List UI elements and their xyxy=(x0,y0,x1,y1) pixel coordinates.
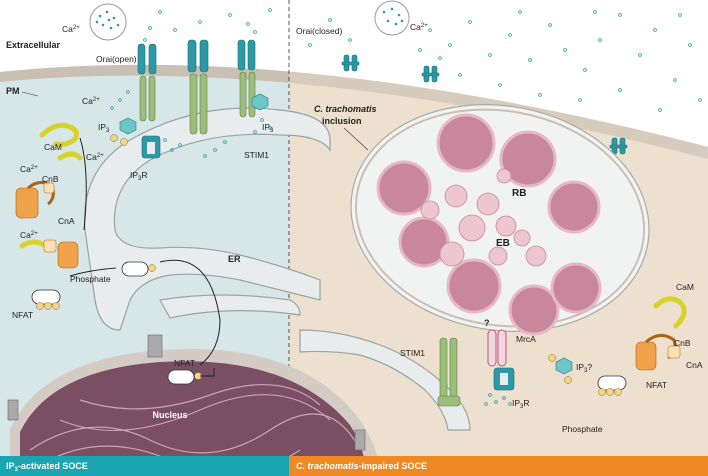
nuclear-pore-left xyxy=(7,399,19,421)
stim1-label-left: STIM1 xyxy=(244,150,269,160)
nfat-phospho-left xyxy=(31,289,61,310)
pm-leader xyxy=(21,91,39,97)
ip3-molecule-right xyxy=(548,354,573,384)
ip3-label-left: IP3 xyxy=(98,122,110,134)
ip3r-left xyxy=(141,135,161,159)
orai-closed-channel-2 xyxy=(421,65,440,83)
ip3r-label-right: IP3R xyxy=(512,398,530,410)
phosphate-label-right: Phosphate xyxy=(562,424,603,434)
ca-label-cyto-3: Ca2+ xyxy=(20,164,38,174)
ip3-question-label: IP3? xyxy=(576,362,592,374)
calcineurin-active xyxy=(19,239,79,269)
ip3-label-stim: IP3 xyxy=(262,122,274,134)
ca-vesicle-right xyxy=(374,0,410,36)
er-label: ER xyxy=(228,254,241,264)
er-arm-right xyxy=(299,329,471,431)
ip3r-right xyxy=(493,367,515,391)
pm-label: PM xyxy=(6,86,20,96)
calcineurin-left xyxy=(15,181,55,219)
eb-bodies xyxy=(420,168,547,267)
arrows-left xyxy=(69,137,221,377)
banner-right-text: C. trachomatis-impaired SOCE xyxy=(296,461,427,471)
phosphate-label-left: Phosphate xyxy=(70,274,111,284)
ip3r-label-left: IP3R xyxy=(130,170,148,182)
ca-label-left: Ca2+ xyxy=(62,24,80,34)
banner-left xyxy=(0,456,289,476)
ca-label-cyto-4: Ca2+ xyxy=(20,230,38,240)
ca-label-right: Ca2+ xyxy=(410,22,428,32)
ca-vesicle-left xyxy=(89,3,127,41)
cam-label-right: CaM xyxy=(676,282,694,292)
cam-right xyxy=(653,296,687,329)
orai-open-complex-1 xyxy=(137,43,157,122)
nfat-phospho-right xyxy=(597,375,627,396)
stim1-right xyxy=(437,337,461,407)
banner-right xyxy=(289,456,708,476)
banner-left-text: IP3-activated SOCE xyxy=(6,461,88,473)
orai-closed-label: Orai(closed) xyxy=(296,26,342,36)
question-mark-stim: ? xyxy=(484,318,490,328)
nucleus: Nucleus xyxy=(10,348,380,476)
orai-closed-channel-1 xyxy=(341,54,360,72)
nuclear-pore-mid xyxy=(147,334,163,358)
nfat-label-nucleus: NFAT xyxy=(174,358,195,368)
mrca-label: MrcA xyxy=(516,334,536,344)
extracellular-label: Extracellular xyxy=(6,40,61,50)
cnb-label-left: CnB xyxy=(42,174,59,184)
nucleus-label: Nucleus xyxy=(152,410,187,420)
inclusion-leader xyxy=(343,127,369,151)
orai-open-label: Orai(open) xyxy=(96,54,137,64)
eb-label: EB xyxy=(496,238,510,249)
rb-label: RB xyxy=(512,188,526,199)
calcineurin-right xyxy=(635,334,681,371)
inclusion-label-2: inclusion xyxy=(322,116,362,126)
orai-closed-channel-3 xyxy=(609,137,628,155)
cnb-label-right: CnB xyxy=(674,338,691,348)
nfat-dephospho-left xyxy=(121,261,156,277)
nfat-label-right: NFAT xyxy=(646,380,667,390)
ca-dots-influx-left xyxy=(110,20,272,158)
cam-left xyxy=(39,122,80,147)
inclusion-label: C. trachomatis xyxy=(314,104,377,114)
stim1-label-right: STIM1 xyxy=(400,348,425,358)
nfat-nucleus xyxy=(167,369,202,385)
cna-label-left: CnA xyxy=(58,216,75,226)
nfat-label-left: NFAT xyxy=(12,310,33,320)
cna-label-right: CnA xyxy=(686,360,703,370)
er-lower-arm xyxy=(159,294,301,319)
ca-dots-extracellular xyxy=(143,8,702,112)
nuclear-pore-right xyxy=(354,429,366,451)
cam-left-2 xyxy=(57,151,83,161)
cam-label-left: CaM xyxy=(44,142,62,152)
ip3-molecule-stim xyxy=(251,93,269,111)
ip3-molecule-left xyxy=(110,117,137,146)
ca-label-cyto-2: Ca2+ xyxy=(86,152,104,162)
ca-dots-ip3r-right xyxy=(484,393,512,406)
mrca xyxy=(487,329,507,367)
ca-label-cyto-1: Ca2+ xyxy=(82,96,100,106)
orai-open-complex-2 xyxy=(187,39,209,135)
rb-bodies xyxy=(376,113,602,336)
